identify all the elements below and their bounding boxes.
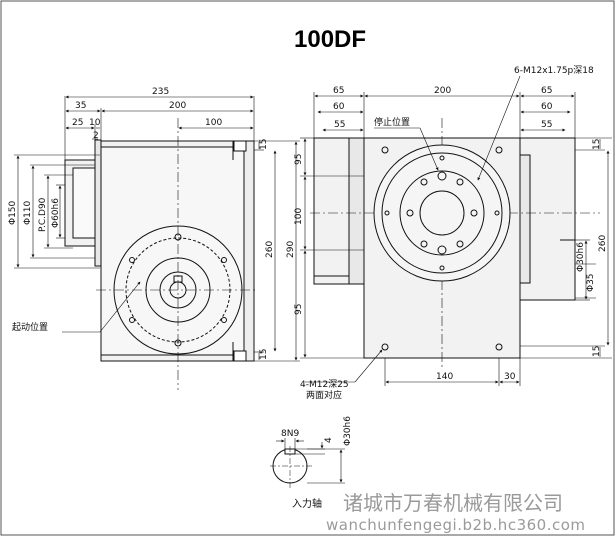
dim-phi60h6: Φ60h6 [51,198,61,228]
input-shaft-label: 入力轴 [292,497,322,510]
dim-10: 10 [89,118,101,128]
dim-95-top: 95 [294,154,304,165]
right-view [310,118,600,370]
dim-4: 4 [324,437,334,443]
dim-200-right: 200 [434,86,451,96]
dim-55-right: 55 [541,120,552,130]
dim-65-right: 65 [541,86,552,96]
right-dimensions [300,75,612,386]
dim-8n9: 8N9 [281,429,299,439]
left-dim-text: 235 35 200 25 10 100 2 Φ150 Φ110 P.C.D90… [8,87,296,360]
dim-15-right-bottom: 15 [592,346,602,357]
right-dim-text: 6-M12x1.75p深18 65 200 65 60 60 55 55 停止位… [294,65,608,401]
dim-65-left: 65 [333,86,344,96]
dim-60-left: 60 [333,102,345,112]
watermark-company: 诸城市万春机械有限公司 [343,491,563,515]
dim-140: 140 [436,372,453,382]
dim-235: 235 [152,87,169,97]
left-housing-inner [100,146,245,356]
dim-100-mid: 100 [294,208,304,225]
dim-260: 260 [265,241,275,258]
dim-15-top: 15 [259,139,269,150]
left-dimensions [14,95,300,362]
left-right-flange [243,140,255,362]
dim-pcd90: P.C.D90 [38,197,48,232]
dim-phi110: Φ110 [23,200,33,225]
dim-25: 25 [72,118,83,128]
dim-15-right-top: 15 [592,139,602,150]
left-view [64,118,258,390]
hole-note: 6-M12x1.75p深18 [514,65,594,76]
dim-30: 30 [504,372,516,382]
dim-35: 35 [75,101,86,111]
dim-phi30h6-right: Φ30h6 [576,242,586,272]
stop-position-label: 停止位置 [374,116,410,128]
shaft-dimensions [276,438,345,484]
callout-start-position: 起动位置 [12,321,48,333]
dim-100: 100 [205,118,222,128]
dim-200: 200 [169,101,186,111]
dim-phi35: Φ35 [586,273,596,292]
drawing-title: 100DF [294,26,366,53]
right-disc-outer [373,144,511,282]
dim-95-bottom: 95 [294,304,304,315]
dim-15-bottom: 15 [259,349,269,360]
dim-60-right: 60 [541,102,553,112]
dim-55-left: 55 [334,120,345,130]
left-disc-outer [113,225,243,355]
watermark: 诸城市万春机械有限公司 wanchunfengegi.b2b.hc360.com [326,491,586,534]
shaft-text: 8N9 4 Φ30h6 入力轴 [281,416,353,510]
dim-290: 290 [286,241,296,258]
shaft-detail [270,446,312,488]
right-center-bore [419,190,465,236]
dim-260-right: 260 [598,235,608,252]
dim-2: 2 [93,131,99,141]
tap-note-both-sides: 两面对应 [306,389,342,401]
dim-phi30h6-shaft: Φ30h6 [343,416,353,446]
tap-note: 4-M12深25 [300,379,349,390]
watermark-url: wanchunfengegi.b2b.hc360.com [326,516,586,534]
dim-phi150: Φ150 [8,200,18,225]
